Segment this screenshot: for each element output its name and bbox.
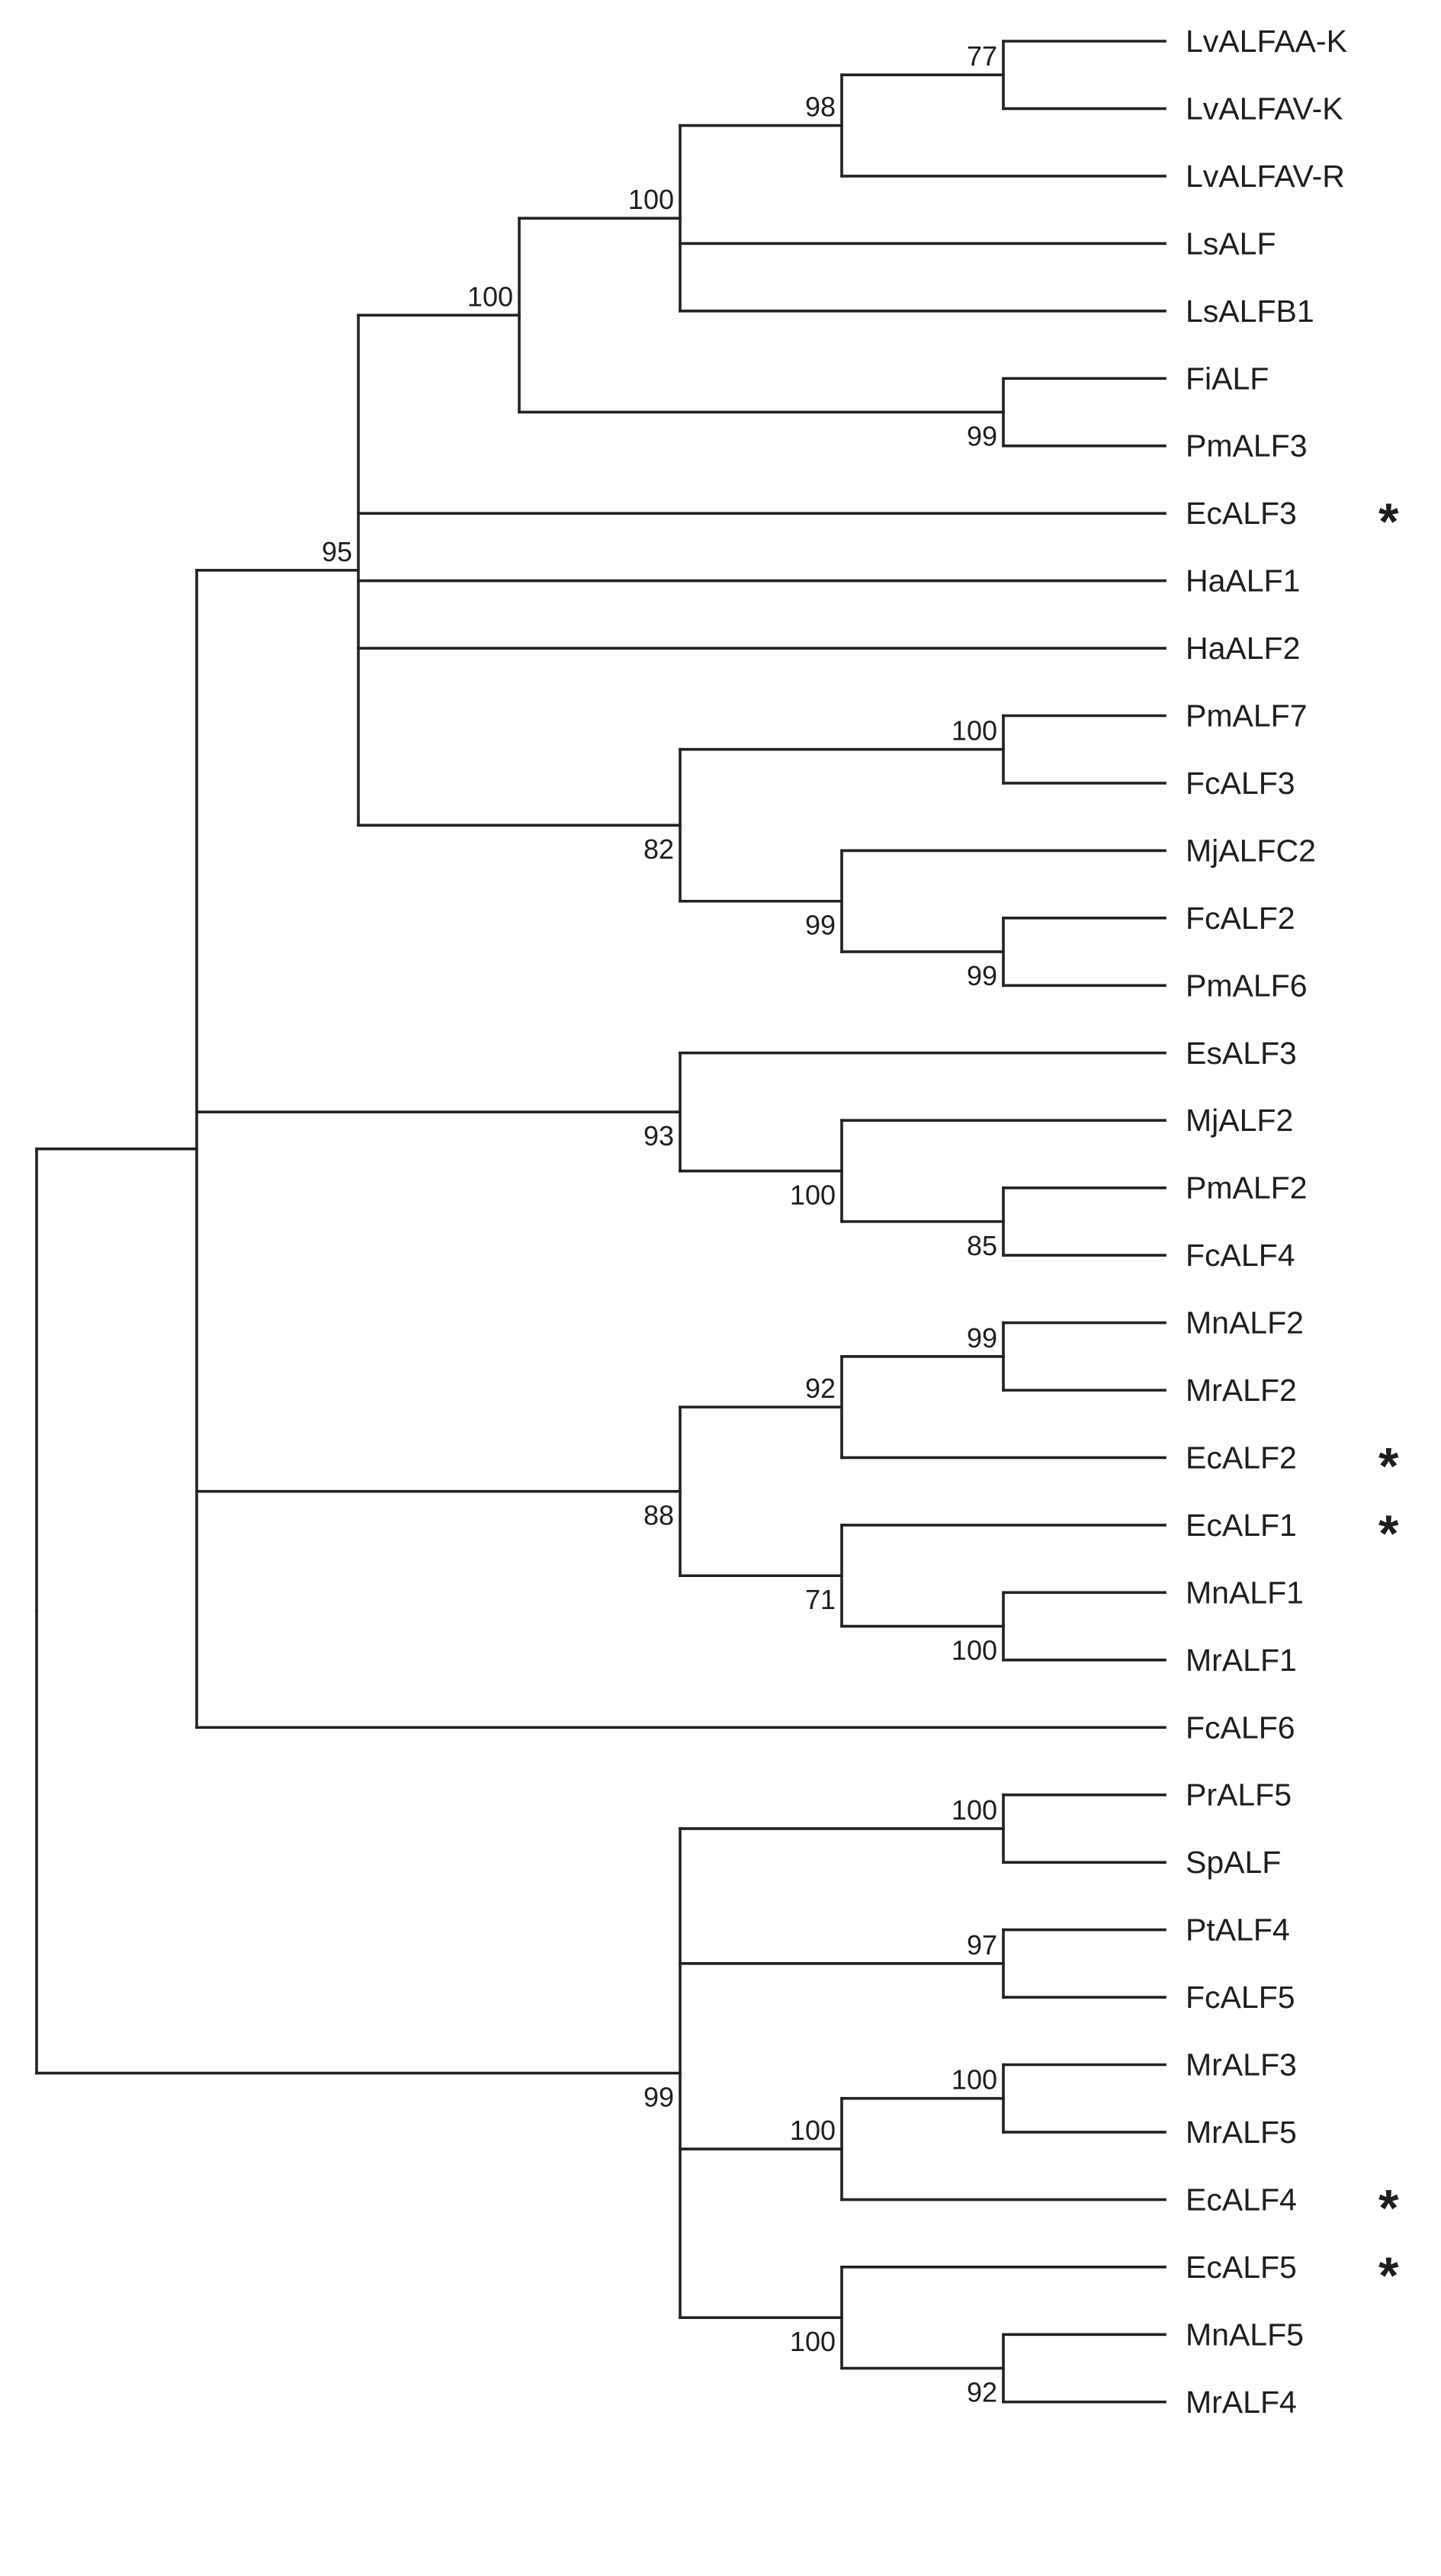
- support-value: 71: [805, 1584, 836, 1615]
- leaf-label: MnALF5: [1186, 2317, 1304, 2352]
- support-value: 100: [628, 184, 674, 215]
- leaf-label: LvALFAA-K: [1186, 24, 1347, 59]
- leaf-label: PrALF5: [1186, 1778, 1292, 1813]
- asterisk-marker: *: [1378, 2247, 1399, 2305]
- support-value: 100: [952, 715, 997, 747]
- support-value: 92: [967, 2377, 997, 2408]
- leaf-label: LsALFB1: [1186, 294, 1314, 329]
- asterisk-marker: *: [1378, 1505, 1399, 1563]
- leaf-label: MrALF4: [1186, 2385, 1297, 2420]
- leaf-label: EsALF3: [1186, 1036, 1297, 1071]
- leaf-label: MrALF1: [1186, 1643, 1297, 1678]
- leaf-label: FcALF5: [1186, 1980, 1295, 2015]
- support-value: 100: [952, 1635, 997, 1666]
- leaf-label: PmALF3: [1186, 429, 1308, 464]
- leaf-label: PmALF6: [1186, 968, 1308, 1003]
- asterisk-marker: *: [1378, 493, 1399, 551]
- asterisk-marker: *: [1378, 1437, 1399, 1495]
- leaf-label: FcALF3: [1186, 766, 1295, 801]
- leaf-label: EcALF3: [1186, 496, 1297, 531]
- support-value: 88: [643, 1500, 674, 1531]
- leaf-label: PmALF7: [1186, 699, 1308, 734]
- support-value: 100: [790, 2115, 836, 2146]
- support-value: 92: [805, 1373, 836, 1404]
- support-value: 99: [967, 420, 997, 451]
- leaf-label: EcALF1: [1186, 1508, 1297, 1543]
- leaf-label: MrALF2: [1186, 1373, 1297, 1408]
- leaf-label: MnALF2: [1186, 1306, 1304, 1341]
- leaf-label: EcALF4: [1186, 2182, 1297, 2217]
- support-value: 100: [952, 2064, 997, 2096]
- leaf-label: FcALF6: [1186, 1710, 1295, 1745]
- support-value: 99: [805, 910, 836, 941]
- support-value: 100: [790, 1180, 836, 1211]
- leaf-label: FcALF4: [1186, 1238, 1295, 1273]
- support-values: 77 98 100 99 100 100 99 99 82 95 85 100 93 99 92 100 71 8…: [322, 40, 997, 2407]
- asterisk-marker: *: [1378, 2179, 1399, 2237]
- tree-branches: [35, 40, 1167, 2404]
- support-value: 85: [967, 1230, 997, 1261]
- leaf-label: PmALF2: [1186, 1171, 1308, 1206]
- support-value: 82: [643, 834, 674, 865]
- leaf-label: PtALF4: [1186, 1913, 1290, 1948]
- support-value: 97: [967, 1929, 997, 1961]
- support-value: 95: [322, 536, 352, 567]
- leaf-label: HaALF1: [1186, 564, 1300, 599]
- leaf-label: MnALF1: [1186, 1575, 1304, 1610]
- support-value: 100: [952, 1794, 997, 1826]
- leaf-label: EcALF5: [1186, 2250, 1297, 2285]
- leaf-labels: LvALFAA-K LvALFAV-K LvALFAV-R LsALF LsALFB1F…: [1186, 24, 1399, 2420]
- support-value: 98: [805, 92, 836, 123]
- leaf-label: LsALF: [1186, 226, 1276, 261]
- leaf-label: MjALFC2: [1186, 833, 1316, 868]
- leaf-label: FiALF: [1186, 361, 1269, 396]
- leaf-label: HaALF2: [1186, 631, 1300, 666]
- support-value: 93: [643, 1120, 674, 1151]
- leaf-label: MrALF5: [1186, 2115, 1297, 2150]
- support-value: 100: [790, 2326, 836, 2357]
- leaf-label: MjALF2: [1186, 1103, 1293, 1138]
- leaf-label: EcALF2: [1186, 1440, 1297, 1475]
- leaf-label: LvALFAV-K: [1186, 91, 1343, 126]
- leaf-label: MrALF3: [1186, 2048, 1297, 2083]
- support-value: 99: [967, 960, 997, 991]
- leaf-label: FcALF2: [1186, 901, 1295, 936]
- support-value: 100: [467, 281, 513, 312]
- support-value: 99: [643, 2082, 674, 2113]
- leaf-label: SpALF: [1186, 1845, 1281, 1880]
- support-value: 99: [967, 1322, 997, 1354]
- leaf-label: LvALFAV-R: [1186, 159, 1345, 194]
- support-value: 77: [967, 40, 997, 72]
